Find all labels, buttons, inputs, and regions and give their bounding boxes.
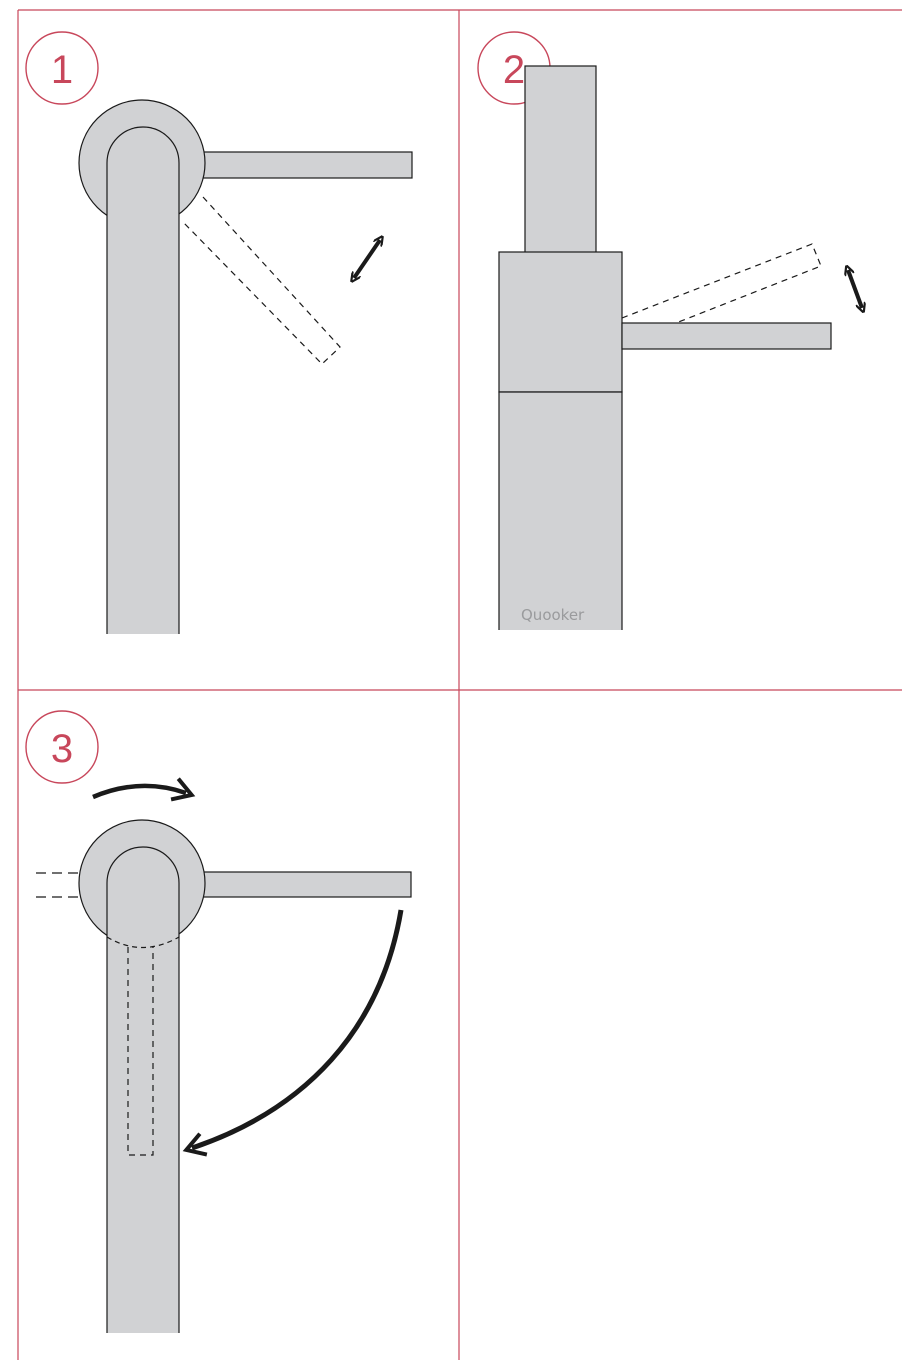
panel-frame bbox=[17, 9, 902, 1360]
step-3-panel: 3 bbox=[25, 710, 412, 1333]
double-arrow-icon bbox=[848, 270, 862, 308]
step-3-badge: 3 bbox=[25, 710, 99, 784]
quooker-logo: Quooker bbox=[521, 606, 585, 624]
step-1-number: 1 bbox=[51, 48, 73, 92]
step-2-panel: 2 Quooker bbox=[477, 31, 862, 630]
lever-lift-diagram bbox=[498, 65, 832, 630]
step-2-number: 2 bbox=[503, 48, 525, 92]
step-3-number: 3 bbox=[51, 727, 73, 771]
curved-arrow-icon bbox=[182, 909, 404, 1157]
double-arrow-icon bbox=[354, 240, 380, 278]
curved-arrow-icon bbox=[92, 777, 196, 802]
step-1-panel: 1 bbox=[25, 31, 413, 634]
step-1-badge: 1 bbox=[25, 31, 99, 105]
lever-rotate-diagram bbox=[36, 819, 412, 1333]
lever-tilt-diagram bbox=[78, 99, 413, 634]
